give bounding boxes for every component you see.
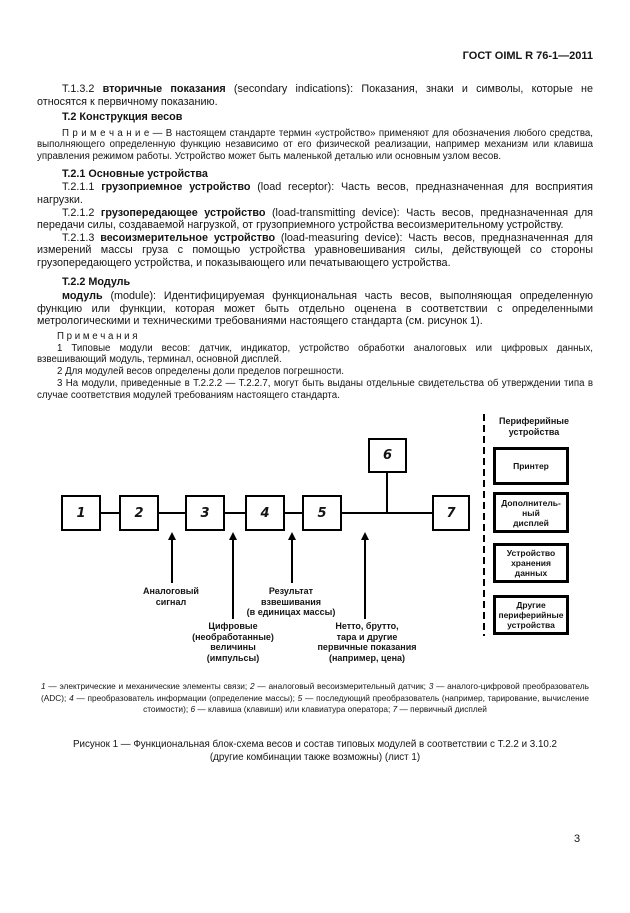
legend-text: — первичный дисплей (397, 703, 487, 714)
module-number: 7 (446, 505, 456, 521)
figure-block-diagram: 1 2 3 4 5 6 7 Аналоговый сигнал Цифровые… (37, 411, 593, 673)
note-label: П р и м е ч а н и е (62, 127, 150, 139)
peripheral-box-printer: Принтер (493, 447, 569, 486)
legend-number: 7 (392, 703, 398, 714)
note-item-3: 3 На модули, приведенные в Т.2.2.2 — Т.2… (37, 377, 593, 401)
legend-text: — аналого-цифровой преобразователь (ADC)… (41, 681, 589, 703)
module-number: 4 (260, 505, 270, 521)
module-box-3: 3 (185, 495, 225, 532)
term-bold: вторичные показания (102, 83, 226, 95)
module-number: 1 (76, 505, 86, 521)
term-bold: весоизмерительное устройство (100, 231, 276, 244)
signal-label-primary-indications: Нетто, брутто, тара и другие первичные п… (317, 621, 417, 663)
para-text: (load-measuring device): Часть весов, пр… (37, 231, 593, 270)
peripherals-separator-dashed-line (483, 414, 485, 637)
figure-caption: Рисунок 1 — Функциональная блок-схема ве… (72, 739, 558, 764)
heading-t22-module: Т.2.2 Модуль (62, 275, 131, 288)
term-bold: грузопередающее устройство (100, 206, 266, 219)
module-box-7: 7 (432, 495, 470, 532)
para-module-definition: модуль (module): Идентифицируемая функци… (37, 290, 593, 328)
module-box-6: 6 (368, 438, 407, 474)
page-number: 3 (574, 833, 581, 845)
term-bold: грузоприемное устройство (101, 181, 251, 194)
note-text: — В настоящем стандарте термин «устройст… (37, 127, 593, 163)
module-number: 6 (382, 448, 393, 464)
signal-label-digital-values: Цифровые (необработанные) величины (импу… (192, 621, 274, 663)
para-text: (load receptor): Часть весов, предназнач… (37, 181, 593, 207)
signal-label-analog: Аналоговый сигнал (143, 586, 199, 607)
clause-number: Т.2.1.1 (62, 181, 102, 194)
legend-number: 1 (41, 681, 46, 692)
notes-label: П р и м е ч а н и я (57, 331, 138, 343)
module-box-1: 1 (61, 495, 101, 532)
module-box-4: 4 (245, 495, 285, 532)
up-arrow-primary-indications (360, 532, 369, 620)
heading-t21-main-devices: Т.2.1 Основные устройства (62, 167, 208, 180)
legend-number: 3 (428, 681, 434, 692)
signal-label-weighing-result: Результат взвешивания (в единицах массы) (246, 586, 336, 618)
module-number: 5 (317, 505, 327, 521)
figure-legend: 1 — электрические и механические элемент… (37, 681, 593, 715)
up-arrow-digital-values (228, 532, 237, 620)
legend-number: 5 (297, 692, 303, 703)
para-secondary-indications: Т.1.3.2 вторичные показания (secondary i… (37, 83, 593, 108)
para-load-transmitting: Т.2.1.2 грузопередающее устройство (load… (37, 207, 593, 232)
clause-number: Т.2.1.3 (62, 231, 101, 244)
peripheral-box-additional-display: Дополнитель- ный дисплей (493, 492, 569, 534)
peripheral-box-data-storage: Устройство хранения данных (493, 543, 569, 584)
legend-text: — последующий преобразователь (например,… (143, 692, 589, 714)
term-bold: модуль (62, 290, 103, 303)
up-arrow-analog-signal (167, 532, 176, 584)
legend-number: 6 (190, 703, 196, 714)
peripherals-header: Периферийные устройства (499, 416, 569, 437)
module-box-2: 2 (119, 495, 159, 532)
para-text: (module): Идентифицируемая функциональна… (37, 290, 593, 328)
para-load-receptor: Т.2.1.1 грузоприемное устройство (load r… (37, 181, 593, 206)
legend-text: — аналоговый весоизмерительный датчик; (254, 681, 429, 692)
legend-text: — клавиша (клавиши) или клавиатура опера… (195, 703, 393, 714)
module-number: 2 (134, 505, 144, 521)
legend-number: 4 (69, 692, 74, 703)
note-item-2: 2 Для модулей весов определены доли пред… (57, 366, 344, 378)
up-arrow-weighing-result (287, 532, 296, 584)
module-6-connector-line (386, 473, 388, 513)
para-text: (secondary indications): Показания, знак… (37, 83, 593, 108)
para-load-measuring: Т.2.1.3 весоизмерительное устройство (lo… (37, 232, 593, 270)
note-t2: П р и м е ч а н и е — В настоящем станда… (37, 128, 593, 163)
clause-number: Т.2.1.2 (62, 206, 101, 219)
para-text: (load-transmitting device): Часть весов,… (37, 206, 593, 232)
peripheral-box-other-peripherals: Другие периферийные устройства (493, 595, 569, 636)
heading-t2-construction: Т.2 Конструкция весов (62, 111, 183, 124)
standard-number-header: ГОСТ OIML R 76-1—2011 (462, 50, 593, 62)
note-item-1: 1 Типовые модули весов: датчик, индикато… (37, 342, 593, 366)
module-box-5: 5 (302, 495, 342, 532)
legend-number: 2 (250, 681, 255, 692)
clause-number: Т.1.3.2 (62, 83, 103, 95)
legend-text: — преобразователь информации (определени… (73, 692, 298, 703)
module-number: 3 (200, 505, 210, 521)
legend-text: — электрические и механические элементы … (45, 681, 250, 692)
